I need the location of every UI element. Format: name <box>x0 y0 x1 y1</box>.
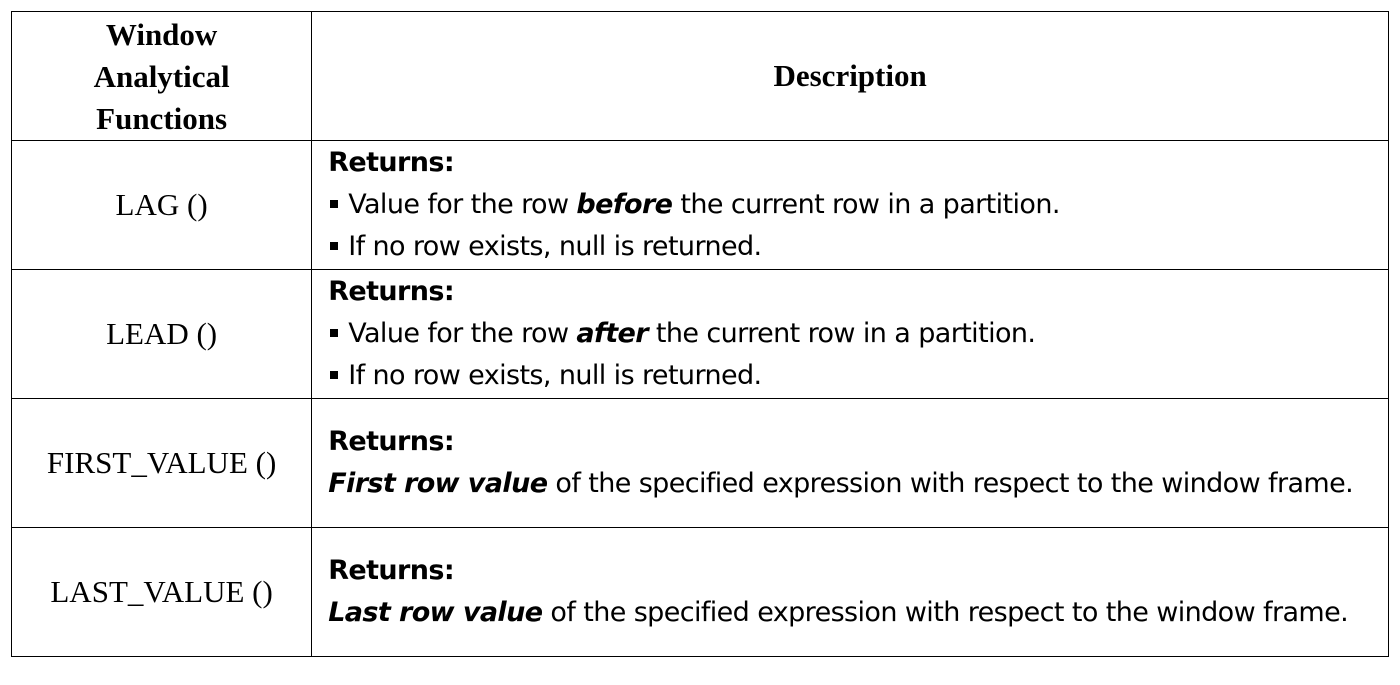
function-name-cell: LAST_VALUE () <box>10 527 313 657</box>
table-row: LAST_VALUE () Returns: Last row value of… <box>10 527 1389 657</box>
bullet-line: If no row exists, null is returned. <box>328 226 1372 268</box>
square-bullet-icon <box>330 370 339 379</box>
emphasis-text: after <box>576 318 648 349</box>
bullet-line: Value for the row before the current row… <box>328 184 1372 226</box>
function-name-cell: LEAD () <box>10 269 313 399</box>
description-text: Last row value of the specified expressi… <box>328 597 1349 628</box>
bullet-line: If no row exists, null is returned. <box>328 355 1372 397</box>
header-function-line-2: Analytical <box>93 59 230 94</box>
emphasis-text: First row value <box>328 468 548 499</box>
function-name-cell: FIRST_VALUE () <box>10 398 313 528</box>
header-function-line-1: Window <box>105 17 218 52</box>
returns-label: Returns: <box>328 426 455 457</box>
returns-label: Returns: <box>328 276 455 307</box>
emphasis-text: Last row value <box>328 597 543 628</box>
description-text: First row value of the specified express… <box>328 468 1354 499</box>
square-bullet-icon <box>330 328 339 337</box>
description-cell: Returns: Value for the row before the cu… <box>311 140 1389 270</box>
window-functions-table: Window Analytical Functions Description … <box>10 11 1389 657</box>
header-description-cell: Description <box>311 11 1389 141</box>
function-name-cell: LAG () <box>10 140 313 270</box>
square-bullet-icon <box>330 241 339 250</box>
header-row: Window Analytical Functions Description <box>10 11 1389 141</box>
returns-label: Returns: <box>328 555 455 586</box>
bullet-line: Value for the row after the current row … <box>328 313 1372 355</box>
emphasis-text: before <box>576 189 673 220</box>
table-row: LAG () Returns: Value for the row before… <box>10 140 1389 270</box>
square-bullet-icon <box>330 199 339 208</box>
header-function-cell: Window Analytical Functions <box>10 11 313 141</box>
table-row: FIRST_VALUE () Returns: First row value … <box>10 398 1389 528</box>
description-cell: Returns: Last row value of the specified… <box>311 527 1389 657</box>
returns-label: Returns: <box>328 147 455 178</box>
description-cell: Returns: First row value of the specifie… <box>311 398 1389 528</box>
description-cell: Returns: Value for the row after the cur… <box>311 269 1389 399</box>
table-row: LEAD () Returns: Value for the row after… <box>10 269 1389 399</box>
header-function-line-3: Functions <box>96 101 228 136</box>
